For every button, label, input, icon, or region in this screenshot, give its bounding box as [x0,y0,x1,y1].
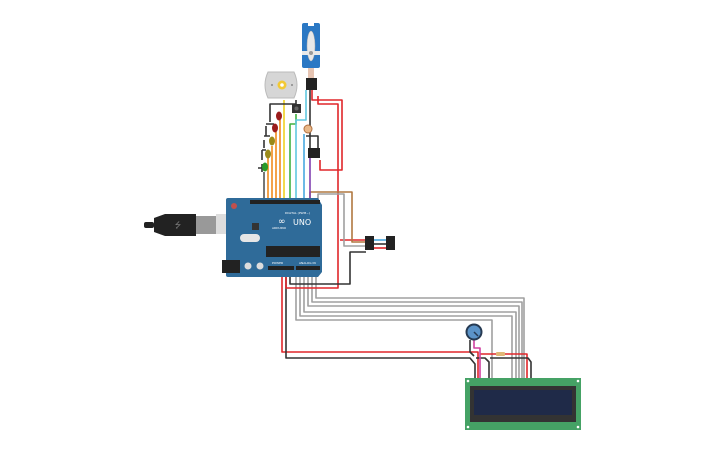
digital-header [250,200,320,204]
microcontroller-chip [266,246,320,257]
leds [262,111,282,172]
arduino-uno[interactable]: ∞ ARDUINO UNO DIGITAL (PWM~) POWER ANALO… [222,198,322,277]
brand-label: ARDUINO [272,226,287,230]
potentiometer[interactable] [465,323,483,341]
led-yellow[interactable] [265,149,271,159]
power-label: POWER [272,261,283,265]
model-label: UNO [293,218,311,227]
led-red[interactable] [276,111,282,121]
lcd-16x2[interactable] [465,378,581,430]
led-red[interactable] [272,123,278,133]
lcd-screen [474,390,572,415]
sensor-module[interactable] [386,236,395,250]
digital-label: DIGITAL (PWM~) [285,211,310,215]
reset-button[interactable] [231,203,237,209]
sensor-module[interactable] [365,236,374,250]
power-jack [222,260,240,273]
ic-chip[interactable] [308,148,320,158]
led-green[interactable] [262,162,268,172]
usb-cable[interactable]: ⭍ [144,214,240,236]
arduino-logo: ∞ [278,217,286,227]
analog-label: ANALOG IN [299,261,316,265]
photoresistor[interactable] [303,124,313,134]
usb-icon: ⭍ [175,221,182,230]
resistor [496,352,505,356]
led-yellow[interactable] [269,136,275,146]
wires [258,90,532,378]
dc-motor[interactable] [264,71,298,99]
servo-motor[interactable] [302,22,320,90]
